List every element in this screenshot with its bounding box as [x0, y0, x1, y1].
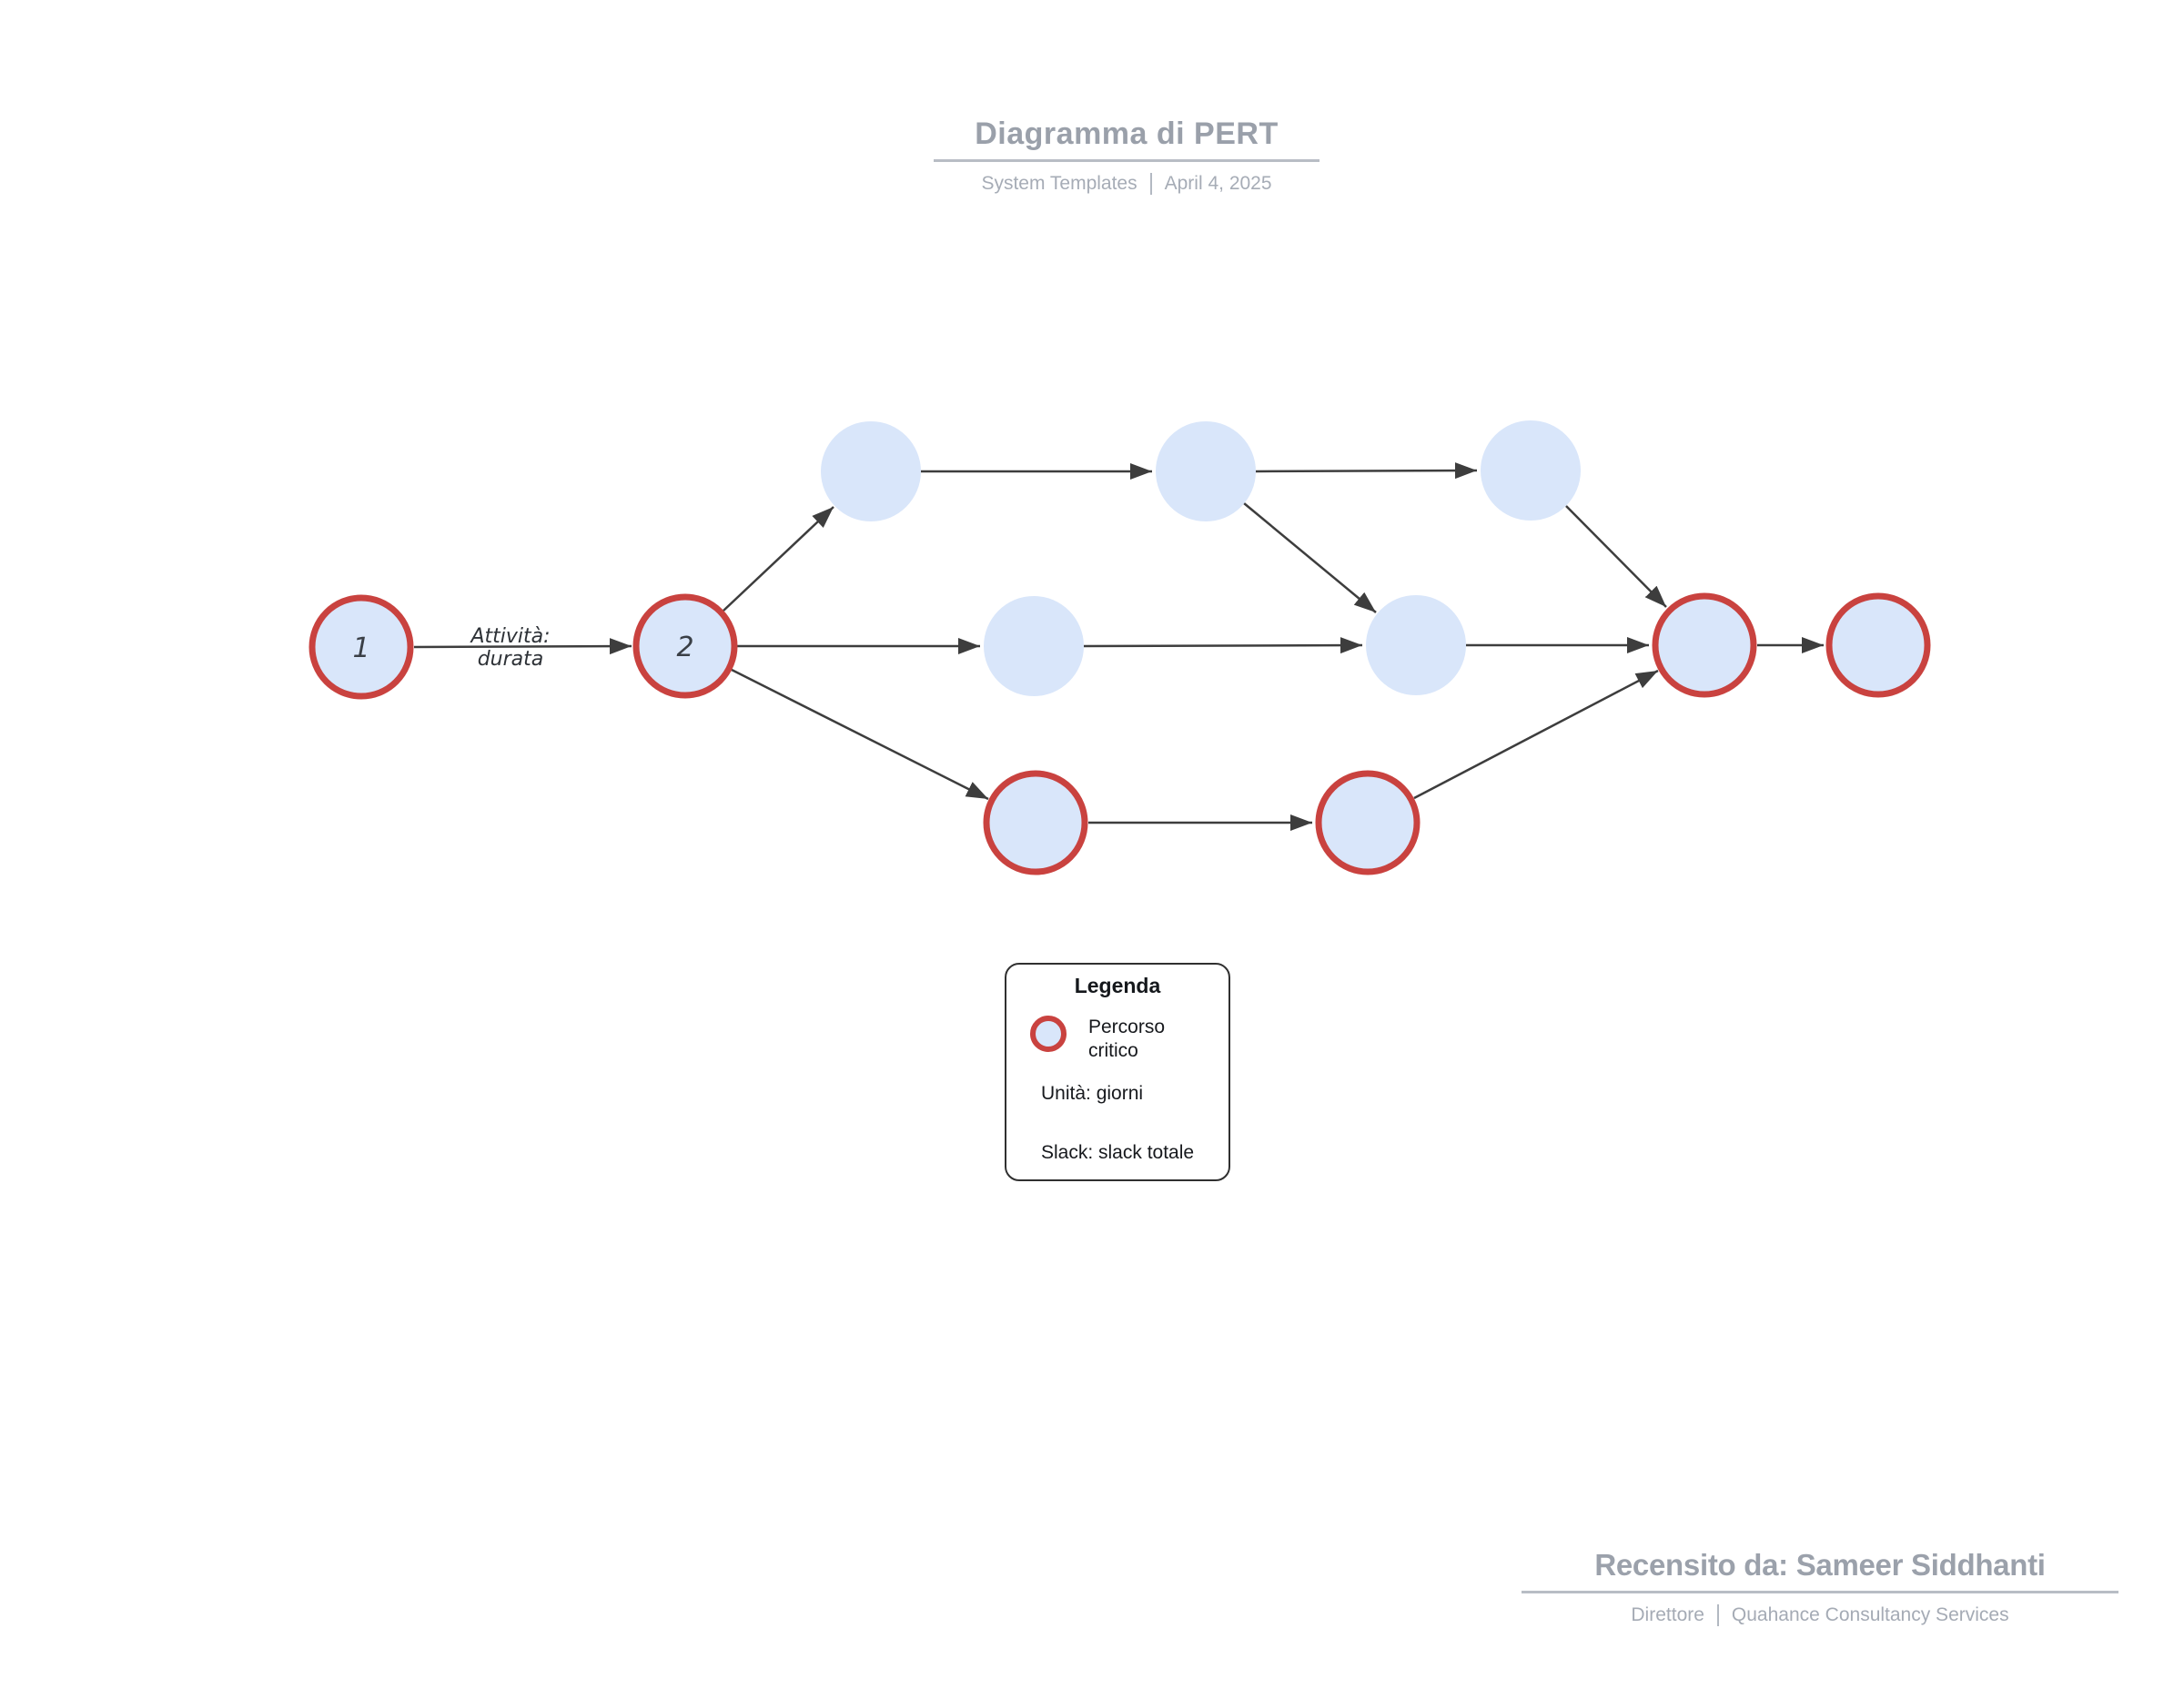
- edge-n2-t1: [723, 506, 834, 612]
- edge-label-attivita-line2: durata: [478, 648, 544, 671]
- legend-slack-label: Slack: slack totale: [1041, 1142, 1195, 1163]
- node-r1: [1652, 592, 1757, 698]
- node-b2: [1315, 770, 1421, 875]
- edge-label-attivita-line1: Attività:: [469, 625, 550, 648]
- edge-t2-t3: [1255, 462, 1478, 480]
- reviewer-company: Quahance Consultancy Services: [1731, 1604, 2009, 1625]
- node-t3: [1481, 420, 1581, 521]
- header-source: System Templates: [981, 173, 1138, 194]
- edge-t3-r1: [1565, 505, 1667, 608]
- legend-title: Legenda: [1074, 974, 1161, 997]
- node-n1-label: 1: [352, 632, 369, 664]
- node-m2: [1366, 595, 1466, 695]
- node-r2: [1825, 592, 1931, 698]
- node-t1: [821, 421, 921, 521]
- footer-subtitle-separator: [1716, 1604, 1719, 1626]
- edge-m1-m2: [1083, 637, 1363, 654]
- edge-n1-n2: [413, 638, 632, 655]
- reviewer-role: Direttore: [1631, 1604, 1704, 1625]
- document-header: Diagramma di PERT System Templates April…: [934, 116, 1320, 195]
- node-n2: [632, 593, 738, 699]
- node-n1: [308, 594, 414, 700]
- critical-path-node-icon: [1030, 1016, 1067, 1052]
- legend-units-label: Unità: giorni: [1041, 1083, 1144, 1104]
- node-b1: [983, 770, 1088, 875]
- legend-critical-path-label: Percorso critico: [1088, 1016, 1166, 1061]
- edge-t2-m2: [1243, 502, 1377, 613]
- node-t2: [1156, 421, 1256, 521]
- reviewed-by: Recensito da: Sameer Siddhanti: [1594, 1548, 2046, 1582]
- header-subtitle-separator: [1149, 173, 1152, 195]
- header-subtitle: System Templates April 4, 2025: [934, 173, 1320, 195]
- edge-n2-b1: [731, 668, 989, 801]
- edge-b2-r1: [1413, 669, 1659, 800]
- node-m1: [984, 596, 1084, 696]
- footer-subtitle: Direttore Quahance Consultancy Services: [1522, 1604, 2118, 1626]
- page-title: Diagramma di PERT: [975, 116, 1279, 151]
- header-date: April 4, 2025: [1164, 173, 1272, 194]
- legend-box: Legenda Percorso critico Unità: giorni S…: [1005, 963, 1230, 1181]
- node-n2-label: 2: [676, 632, 693, 663]
- reviewer-footer: Recensito da: Sameer Siddhanti Direttore…: [1522, 1548, 2118, 1626]
- header-divider-line: [934, 159, 1320, 162]
- footer-divider-line: [1522, 1591, 2118, 1593]
